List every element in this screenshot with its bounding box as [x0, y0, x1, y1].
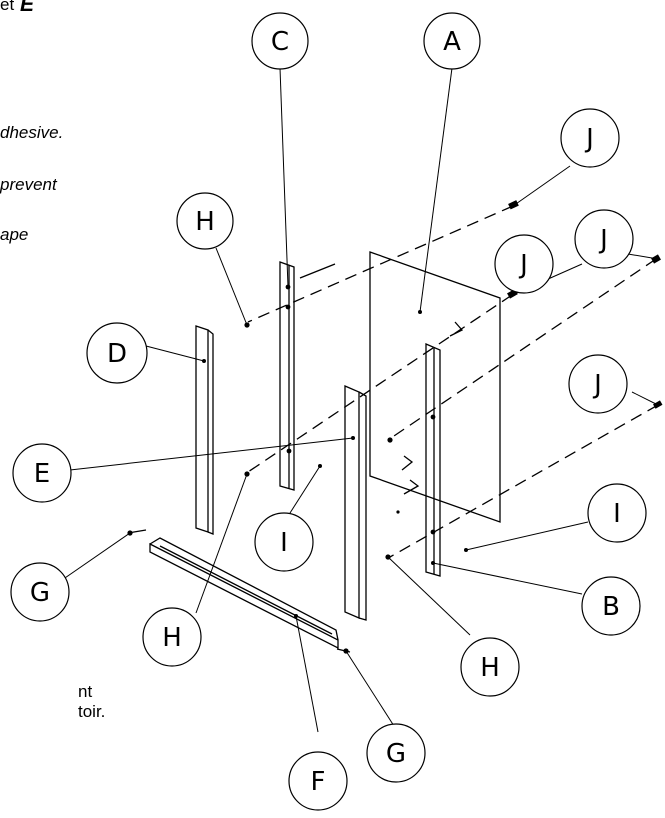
callout-label-g2: G — [386, 739, 406, 769]
callout-circle-h1 — [176, 192, 234, 250]
callout-circle-i2 — [587, 483, 647, 543]
callout-label-f: F — [311, 767, 326, 797]
callout-circle-g1 — [10, 562, 70, 622]
text-fragment-prevent: prevent — [0, 175, 57, 194]
callout-circle-e — [12, 443, 72, 503]
callout-label-c: C — [271, 27, 289, 57]
callout-label-d: D — [107, 339, 127, 369]
callout-label-j3: J — [518, 250, 528, 280]
callout-label-j4: J — [592, 370, 602, 400]
callout-circle-g2 — [366, 723, 426, 783]
text-fragment-tape: ape — [0, 225, 29, 244]
text-fragment-et: et — [0, 0, 15, 14]
callout-circle-j2 — [574, 209, 634, 269]
text-fragment-letter: E — [20, 0, 35, 16]
part-e — [344, 385, 367, 621]
text-fragment-toir: toir. — [78, 702, 106, 721]
hole-dots — [202, 284, 468, 618]
callout-label-g1: G — [30, 578, 50, 608]
callout-circle-c — [251, 12, 309, 70]
callout-label-i2: I — [613, 499, 621, 529]
callout-circle-i1 — [254, 512, 314, 572]
callout-circle-h2 — [142, 607, 202, 667]
text-fragment-nt: nt — [78, 682, 93, 701]
callout-circle-f — [288, 751, 348, 811]
callout-label-h2: H — [162, 623, 182, 653]
callout-circle-j4 — [568, 354, 628, 414]
leader-lines — [61, 67, 659, 733]
callout-circle-b — [581, 576, 641, 636]
callout-label-h3: H — [480, 653, 500, 683]
part-c — [279, 261, 295, 491]
callout-label-b: B — [602, 592, 620, 622]
callout-label-h1: H — [195, 207, 215, 237]
panel-a — [369, 251, 501, 523]
callout-circle-d — [86, 322, 148, 384]
part-d — [195, 325, 214, 535]
part-b — [425, 343, 441, 577]
callout-label-j1: J — [584, 124, 594, 154]
part-f — [149, 537, 339, 650]
callout-circle-j3 — [494, 234, 554, 294]
callout-circle-j1 — [560, 108, 620, 168]
callout-label-j2: J — [598, 225, 608, 255]
callout-circles — [10, 12, 647, 811]
callout-label-a: A — [443, 27, 461, 57]
callout-circle-a — [423, 12, 481, 70]
callout-label-e: E — [34, 459, 50, 489]
callout-circle-h3 — [460, 637, 520, 697]
text-fragment-adhesive: dhesive. — [0, 123, 64, 142]
callout-label-i1: I — [280, 528, 288, 558]
